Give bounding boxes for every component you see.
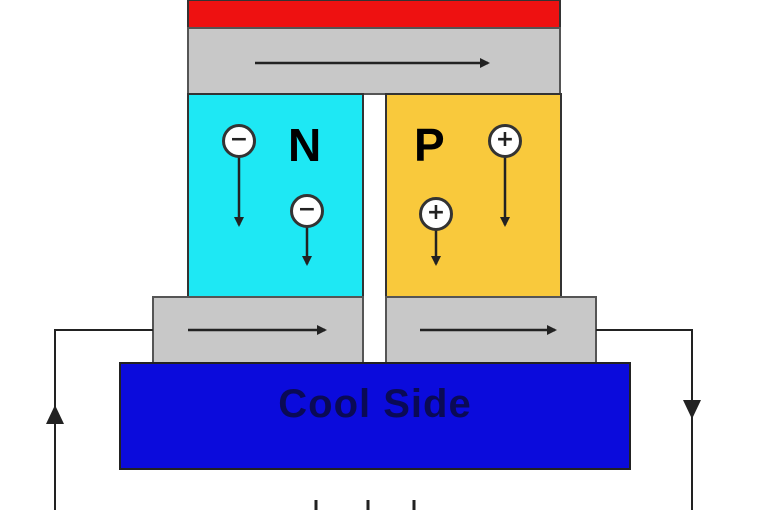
cool-side-label: Cool Side: [278, 382, 472, 426]
cool-side-plate: [119, 362, 631, 470]
hole-icon: +: [488, 124, 522, 158]
hot-side-plate: [187, 0, 561, 29]
electron-icon: −: [222, 124, 256, 158]
right-wire: [596, 329, 693, 510]
right-wire-arrow: [683, 400, 701, 419]
n-type-label: N: [288, 119, 322, 171]
p-type-label: P: [414, 119, 445, 171]
hole-icon: +: [419, 197, 453, 231]
left-wire-arrow: [46, 405, 64, 424]
top-conductor: [187, 27, 561, 95]
p-type-block: [385, 93, 562, 298]
n-type-block: [187, 93, 364, 298]
left-wire: [54, 329, 153, 510]
electron-icon: −: [290, 194, 324, 228]
